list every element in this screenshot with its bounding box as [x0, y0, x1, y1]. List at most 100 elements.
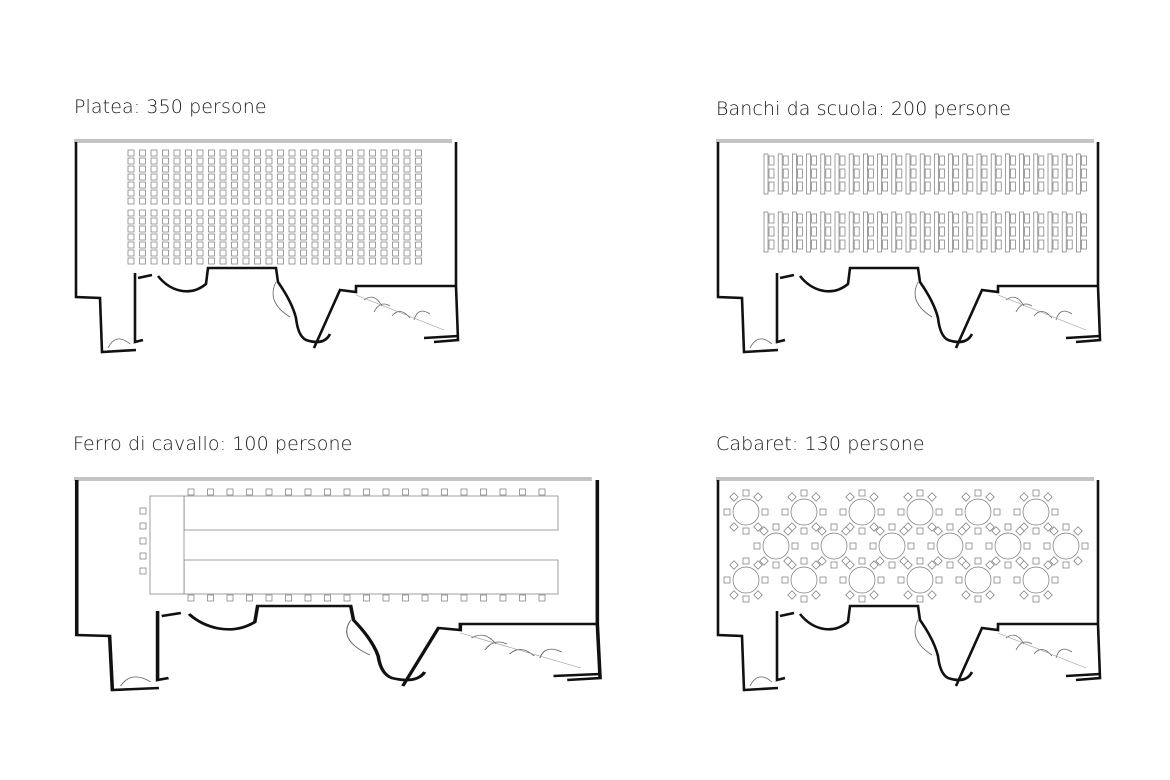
seat-mark	[150, 225, 158, 233]
seat-mark	[300, 209, 307, 217]
seat-mark	[311, 181, 319, 189]
seat-mark	[392, 249, 399, 257]
seat-mark	[288, 181, 296, 189]
seat-mark	[415, 233, 422, 241]
seat-mark	[403, 249, 411, 257]
seat-mark	[380, 241, 388, 249]
seat-mark	[288, 173, 296, 181]
seat-mark	[403, 209, 411, 217]
seat-mark	[346, 181, 353, 189]
seat-mark	[196, 257, 204, 265]
seat-mark	[300, 189, 307, 197]
seat-mark	[346, 173, 353, 181]
seat-mark	[173, 189, 181, 197]
seat-mark	[863, 153, 874, 195]
seat-mark	[300, 181, 307, 189]
seat-mark	[369, 149, 376, 157]
seat-mark	[219, 209, 227, 217]
seat-mark	[806, 211, 817, 253]
seat-mark	[254, 257, 261, 265]
seat-mark	[196, 225, 204, 233]
seat-mark	[402, 488, 409, 496]
seat-mark	[392, 181, 399, 189]
seat-mark	[162, 165, 169, 173]
seat-mark	[139, 189, 146, 197]
seat-mark	[311, 225, 319, 233]
seat-mark	[162, 197, 169, 205]
seat-mark	[242, 225, 250, 233]
seat-mark	[415, 189, 422, 197]
seat-mark	[277, 149, 284, 157]
seat-mark	[219, 157, 227, 165]
seat-mark	[150, 165, 158, 173]
seat-mark	[162, 157, 169, 165]
seat-mark	[380, 165, 388, 173]
seat-mark	[323, 197, 330, 205]
caption-platea: Platea: 350 persone	[74, 96, 267, 118]
seat-mark	[763, 153, 775, 195]
seat-mark	[403, 225, 411, 233]
seat-mark	[242, 181, 250, 189]
seat-mark	[196, 249, 204, 257]
seat-mark	[300, 173, 307, 181]
seat-mark	[334, 249, 342, 257]
seat-mark	[150, 209, 158, 217]
seat-mark	[1043, 523, 1089, 569]
seat-mark	[173, 217, 181, 225]
seat-mark	[905, 211, 917, 253]
seat-mark	[285, 594, 292, 602]
seat-mark	[162, 249, 169, 257]
seat-mark	[1033, 153, 1045, 195]
seat-mark	[323, 233, 330, 241]
seat-mark	[369, 181, 376, 189]
seat-mark	[231, 217, 238, 225]
seat-mark	[150, 241, 158, 249]
seat-mark	[897, 557, 943, 603]
seat-mark	[311, 157, 319, 165]
seat-mark	[226, 594, 234, 602]
seat-mark	[242, 197, 250, 205]
seat-mark	[219, 249, 227, 257]
seat-mark	[173, 149, 181, 157]
seat-mark	[363, 594, 370, 602]
seat-mark	[139, 537, 147, 545]
seat-mark	[242, 157, 250, 165]
seat-mark	[311, 173, 319, 181]
seat-mark	[323, 149, 330, 157]
seat-mark	[334, 233, 342, 241]
seat-mark	[392, 217, 399, 225]
seat-mark	[150, 197, 158, 205]
seat-mark	[208, 241, 215, 249]
seat-mark	[242, 209, 250, 217]
seat-mark	[265, 241, 273, 249]
seat-mark	[311, 189, 319, 197]
seat-mark	[357, 181, 365, 189]
seat-mark	[441, 594, 448, 602]
seat-mark	[380, 225, 388, 233]
seat-mark	[139, 165, 146, 173]
seat-mark	[346, 225, 353, 233]
seat-mark	[300, 241, 307, 249]
seat-mark	[380, 257, 388, 265]
caption-banchi: Banchi da scuola: 200 persone	[716, 98, 1012, 120]
seat-mark	[231, 181, 238, 189]
seat-mark	[311, 165, 319, 173]
seat-mark	[162, 225, 169, 233]
seat-mark	[820, 211, 832, 253]
seat-mark	[162, 233, 169, 241]
seat-mark	[242, 241, 250, 249]
seat-mark	[173, 157, 181, 165]
seat-mark	[185, 173, 192, 181]
seat-mark	[415, 197, 422, 205]
seat-mark	[288, 165, 296, 173]
seat-mark	[127, 149, 135, 157]
seat-mark	[127, 225, 135, 233]
seat-mark	[187, 594, 195, 602]
seat-mark	[219, 149, 227, 157]
seat-mark	[363, 488, 370, 496]
seat-mark	[392, 209, 399, 217]
seat-mark	[1033, 211, 1045, 253]
seat-mark	[415, 225, 422, 233]
seat-mark	[196, 197, 204, 205]
